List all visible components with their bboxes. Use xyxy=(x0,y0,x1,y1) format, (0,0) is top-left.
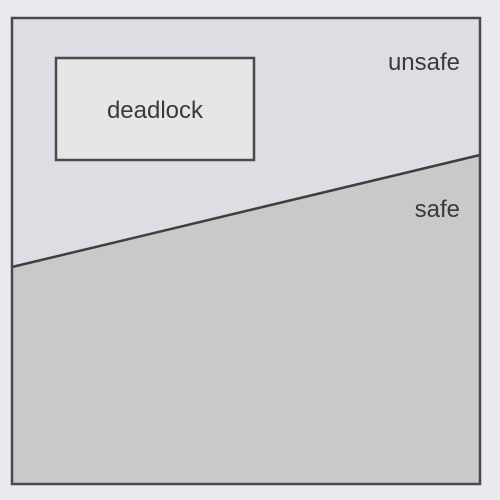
safe-label: safe xyxy=(415,196,460,223)
state-space-border xyxy=(10,16,482,486)
deadlock-region xyxy=(54,56,256,162)
unsafe-label: unsafe xyxy=(388,49,460,76)
deadlock-label: deadlock xyxy=(107,97,204,124)
safe-unsafe-boundary xyxy=(11,153,481,269)
safe-region xyxy=(12,155,480,484)
